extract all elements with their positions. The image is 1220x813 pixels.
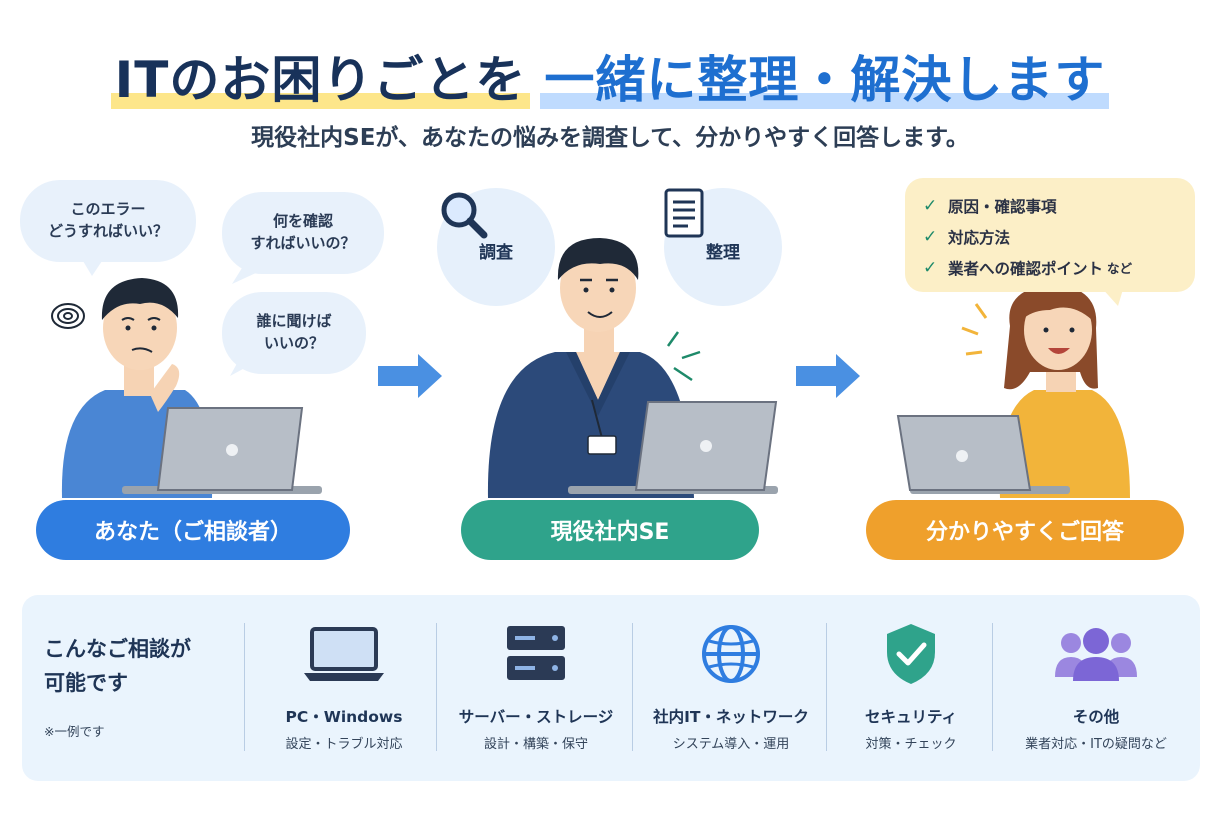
document-icon	[664, 188, 704, 238]
research-label: 調査	[479, 242, 513, 263]
check-icon: ✓	[923, 226, 938, 247]
title-part1: ITのお困りごとを	[110, 51, 531, 109]
worry-swirl-icon	[51, 303, 85, 329]
label-user: あなた（ご相談者）	[36, 500, 350, 560]
page-title: ITのお困りごとを一緒に整理・解決します	[0, 40, 1220, 112]
divider	[632, 623, 633, 751]
shield-icon	[887, 624, 935, 684]
person-answerer	[896, 284, 1130, 498]
title-part2: 一緒に整理・解決します	[540, 51, 1110, 109]
category-name: サーバー・ストレージ	[458, 708, 614, 726]
answer-checklist: ✓原因・確認事項 ✓対応方法 ✓業者への確認ポイントなど	[905, 178, 1195, 292]
research-badge: 調査	[437, 188, 555, 306]
category-other: その他 業者対応・ITの疑問など	[998, 619, 1194, 759]
people-icon	[1055, 628, 1137, 681]
organize-label: 整理	[706, 242, 740, 263]
scene-illustration	[51, 238, 1130, 498]
category-network: 社内IT・ネットワーク システム導入・運用	[636, 619, 826, 759]
category-desc: 設定・トラブル対応	[285, 737, 403, 752]
server-icon	[507, 626, 565, 680]
category-name: PC・Windows	[285, 708, 403, 726]
bubble-who-to-ask: 誰に聞けば いいの？	[222, 292, 366, 374]
category-server: サーバー・ストレージ 設計・構築・保守	[442, 619, 630, 759]
check-icon: ✓	[923, 257, 938, 278]
divider	[992, 623, 993, 751]
category-security: セキュリティ 対策・チェック	[828, 619, 994, 759]
consultation-panel: こんなご相談が 可能です ※一例です PC・Windows 設定・トラブル対応 …	[22, 595, 1200, 781]
divider	[826, 623, 827, 751]
category-desc: 設計・構築・保守	[483, 737, 588, 752]
bubble-error: このエラー どうすればいい？	[20, 180, 196, 262]
checklist-item: ✓原因・確認事項	[923, 195, 1057, 216]
globe-icon	[702, 625, 760, 683]
arrow-right-icon-2	[796, 354, 860, 398]
checklist-item: ✓業者への確認ポイントなど	[923, 257, 1133, 278]
checklist-suffix: など	[1107, 261, 1133, 276]
bubble-what-to-check: 何を確認 すればいいの？	[222, 192, 384, 274]
person-user	[61, 278, 322, 498]
category-name: セキュリティ	[864, 708, 958, 726]
check-icon: ✓	[923, 195, 938, 216]
label-answer: 分かりやすくご回答	[866, 500, 1184, 560]
magnifier-icon	[441, 192, 488, 239]
consult-note: ※一例です	[44, 724, 105, 739]
organize-badge: 整理	[664, 188, 782, 306]
consult-heading: こんなご相談が 可能です	[44, 637, 191, 695]
category-desc: 対策・チェック	[865, 737, 957, 752]
divider	[436, 623, 437, 751]
category-desc: 業者対応・ITの疑問など	[1025, 737, 1167, 752]
flow-scene: このエラー どうすればいい？ 何を確認 すればいいの？ 誰に聞けば いいの？ 調…	[0, 168, 1220, 588]
page-subtitle: 現役社内SEが、あなたの悩みを調査して、分かりやすく回答します。	[251, 125, 969, 151]
category-desc: システム導入・運用	[672, 737, 790, 752]
category-name: その他	[1072, 708, 1120, 726]
divider	[244, 623, 245, 751]
person-se	[487, 238, 778, 498]
category-pc: PC・Windows 設定・トラブル対応	[254, 619, 434, 759]
category-name: 社内IT・ネットワーク	[653, 708, 809, 726]
laptop-icon	[304, 627, 384, 681]
arrow-right-icon	[378, 354, 442, 398]
label-se: 現役社内SE	[461, 500, 759, 560]
checklist-item: ✓対応方法	[923, 226, 1011, 247]
